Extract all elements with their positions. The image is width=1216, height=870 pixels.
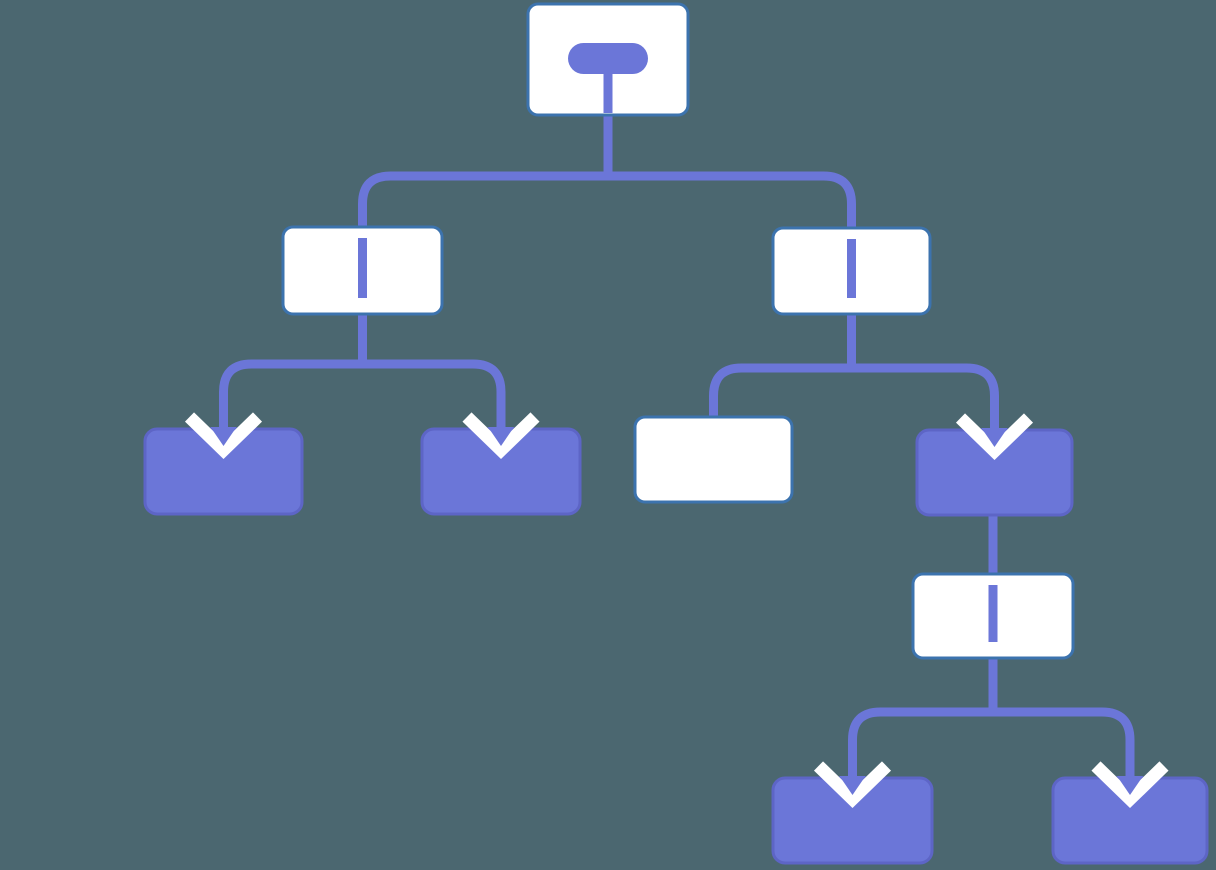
node-box	[633, 415, 794, 504]
collapse-chevron-icon	[1091, 761, 1169, 809]
collapse-chevron-icon	[184, 412, 263, 460]
tree-node-branch-right[interactable]	[771, 226, 932, 316]
connector-rail	[219, 359, 506, 431]
arrow-head-icon	[839, 776, 866, 795]
node-layer	[143, 2, 1209, 865]
tree-node-root[interactable]	[526, 2, 690, 117]
connector-rail	[709, 363, 999, 432]
tree-node-branch-bottom[interactable]	[911, 572, 1075, 660]
collapse-chevron-icon	[462, 412, 540, 460]
connector-rail	[848, 707, 1135, 780]
root-pill-stem	[603, 74, 613, 113]
divider-line	[847, 239, 856, 298]
tree-node-branch-left[interactable]	[281, 225, 444, 316]
divider-line	[988, 585, 998, 642]
collapse-chevron-icon	[955, 413, 1034, 461]
connector-layer	[219, 113, 1135, 780]
tree-node-page-right[interactable]	[633, 415, 794, 504]
arrow-head-icon	[488, 427, 514, 446]
divider-line	[358, 238, 367, 298]
collapse-chevron-icon	[813, 761, 892, 809]
arrow-head-icon	[981, 428, 1008, 447]
connector-rail	[358, 171, 856, 230]
arrow-head-icon	[1117, 776, 1143, 795]
arrow-layer	[184, 403, 1169, 809]
arrow-head-icon	[210, 427, 237, 446]
root-pill-icon	[568, 43, 648, 74]
